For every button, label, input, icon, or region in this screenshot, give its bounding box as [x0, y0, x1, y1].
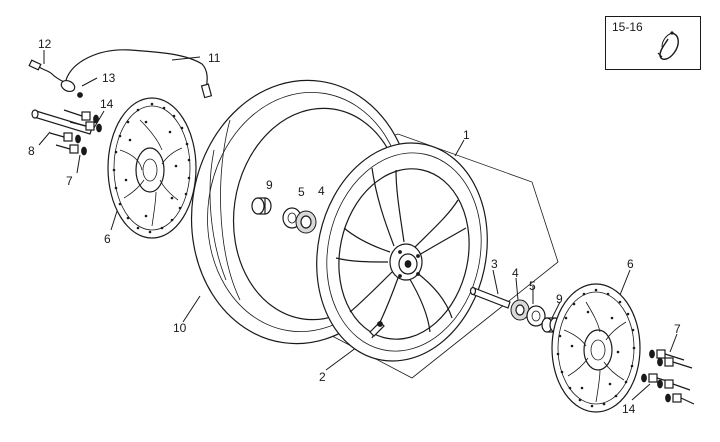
tyre-clip-icon: [657, 31, 679, 60]
callout-7-right: 7: [674, 322, 681, 336]
callout-3: 3: [491, 257, 498, 271]
callout-13: 13: [102, 71, 116, 85]
right-disc-bolts: [641, 349, 695, 405]
callout-6-left: 6: [104, 232, 111, 246]
wheel-rim: [316, 142, 488, 362]
callout-10: 10: [173, 321, 187, 335]
callout-11: 11: [208, 51, 221, 65]
callout-8: 8: [28, 144, 35, 158]
inset-label: 15-16: [612, 20, 643, 34]
callout-7-left: 7: [66, 174, 73, 188]
speed-sensor-cable: [28, 49, 213, 99]
callout-5-right: 5: [529, 279, 536, 293]
callout-6-right: 6: [627, 257, 634, 271]
tyre-valve: [369, 321, 385, 337]
brake-disc-left: [107, 97, 197, 239]
callout-9-right: 9: [556, 292, 563, 306]
callout-14-right: 14: [622, 402, 636, 416]
sensor-nut-13: [77, 92, 83, 98]
callout-12: 12: [38, 37, 52, 51]
leader-lines: [38, 50, 678, 401]
callout-9-left: 9: [266, 178, 273, 192]
right-spacer-seal-bearing: [469, 286, 561, 333]
brake-disc-right: [551, 283, 641, 413]
callout-1: 1: [463, 128, 470, 142]
callout-2: 2: [319, 370, 326, 384]
callout-4-right: 4: [512, 266, 519, 280]
callout-4-left: 4: [318, 184, 325, 198]
callout-labels: 1 2 3 4 4 5 5 6 6 7 7 8 9 9 10 11 12 13 …: [28, 37, 681, 416]
left-spacer-bearing-seal: [251, 197, 317, 234]
left-disc-bolts: [49, 109, 102, 156]
callout-5-left: 5: [298, 185, 305, 199]
callout-14-left: 14: [100, 97, 114, 111]
inset-box: 15-16: [605, 16, 701, 70]
